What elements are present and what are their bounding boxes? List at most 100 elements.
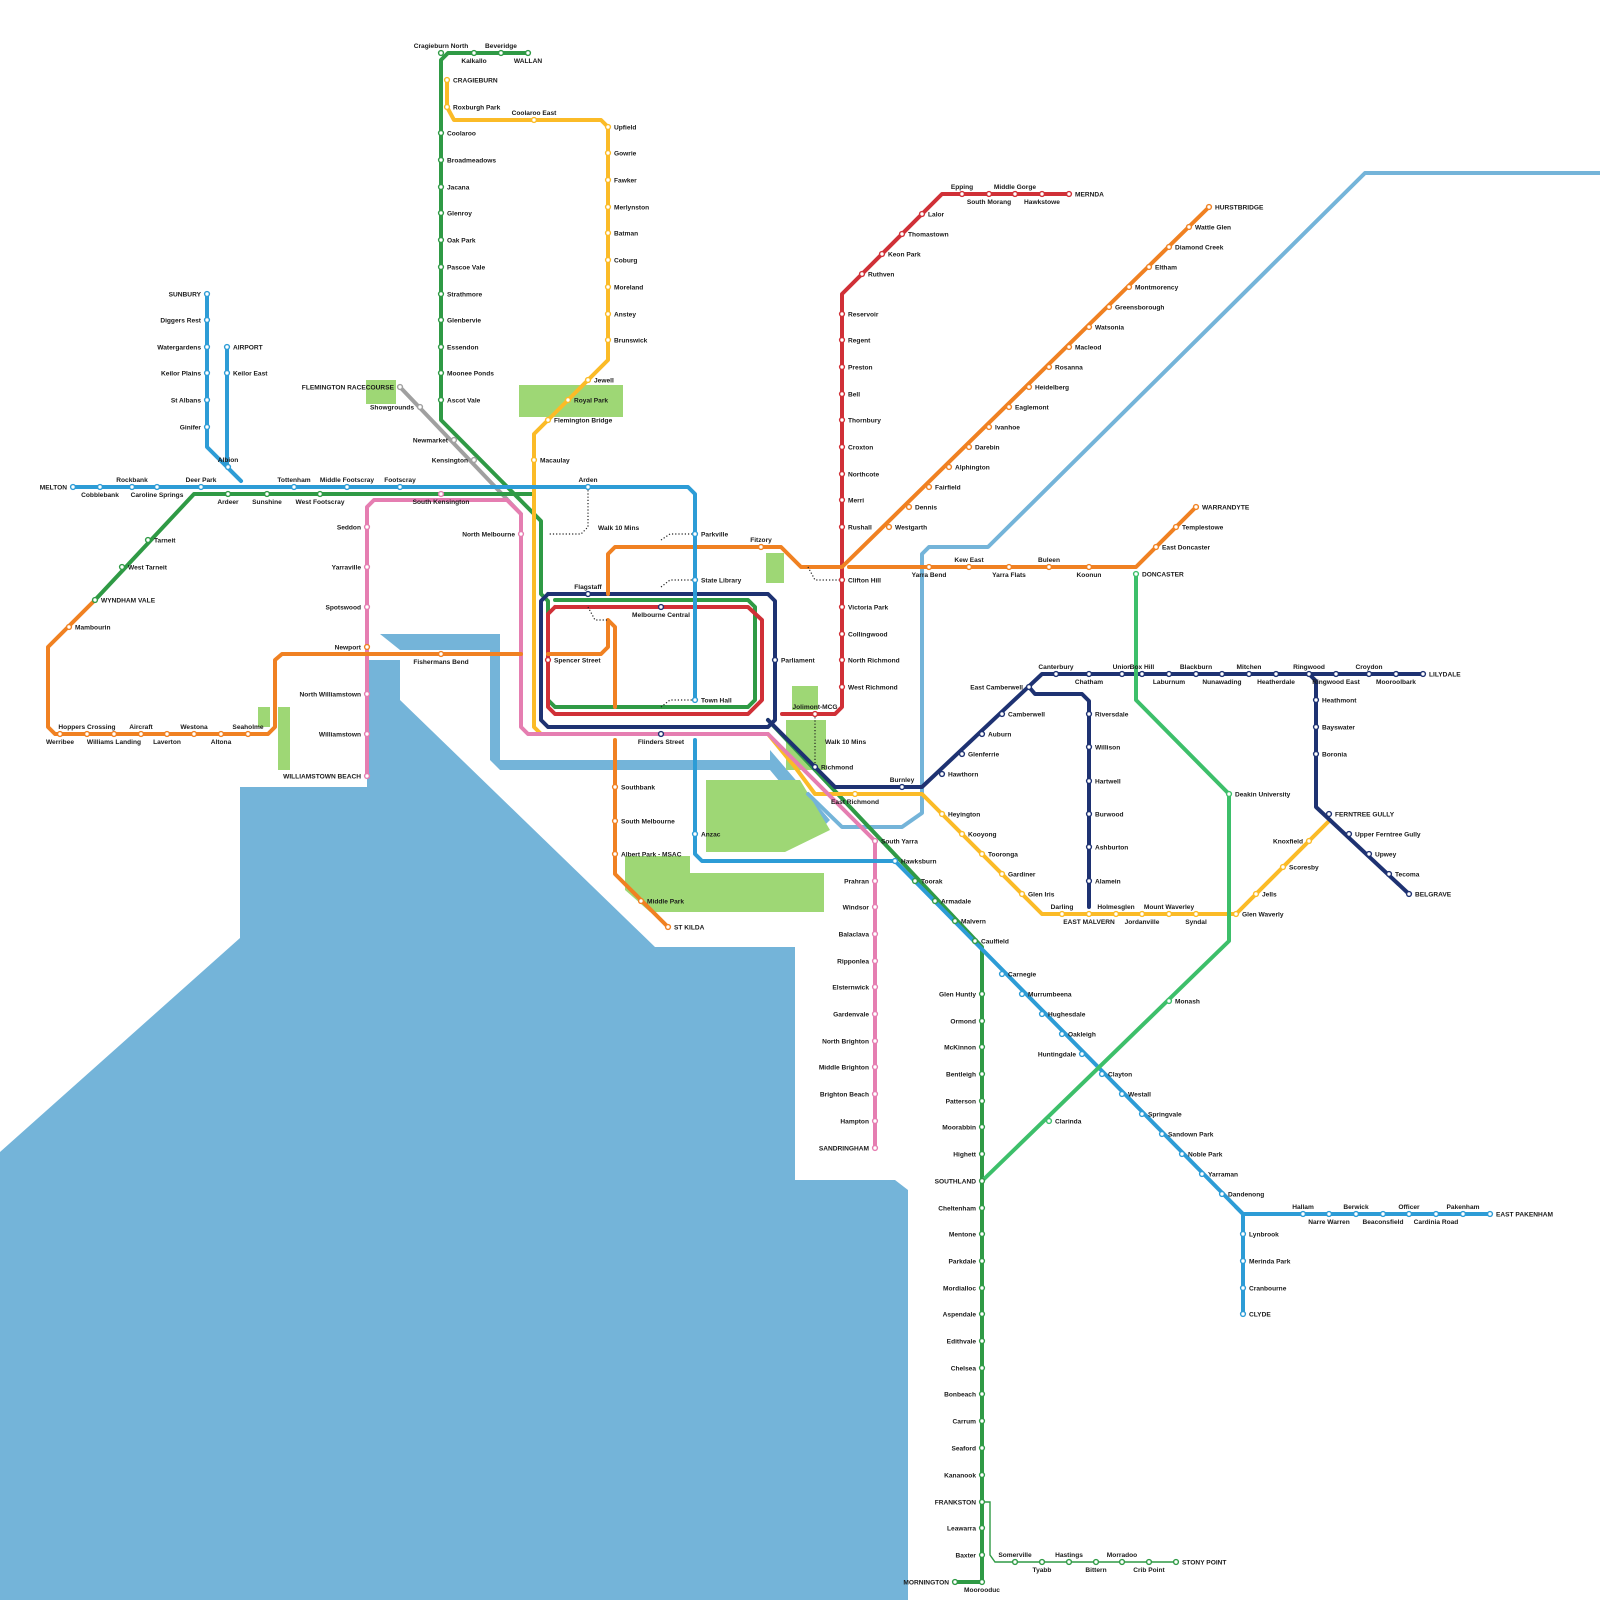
station-marker-stonypoint[interactable] [1172,1558,1180,1566]
station-marker-richmond[interactable] [811,763,819,771]
station-marker-aspendale[interactable] [978,1310,986,1318]
station-marker-sunbury[interactable] [203,290,211,298]
station-marker-pakenham[interactable] [1459,1210,1467,1218]
station-marker-rushall[interactable] [838,523,846,531]
station-marker-victoriapark[interactable] [838,603,846,611]
station-marker-cragieburnnorth[interactable] [437,49,445,57]
station-marker-airport[interactable] [223,343,231,351]
station-marker-cheltenham[interactable] [978,1204,986,1212]
station-marker-melbournecentral[interactable] [657,603,665,611]
station-marker-anzac[interactable] [691,830,699,838]
station-marker-spotswood[interactable] [363,603,371,611]
station-marker-hopperscrossing[interactable] [83,730,91,738]
station-marker-fairfield[interactable] [925,483,933,491]
station-marker-batman[interactable] [604,229,612,237]
station-marker-fawkner[interactable] [604,176,612,184]
station-marker-oakpark[interactable] [437,236,445,244]
station-marker-tyabb[interactable] [1038,1558,1046,1566]
station-marker-hurstbridge[interactable] [1205,203,1213,211]
station-marker-glenhuntly[interactable] [978,990,986,998]
station-marker-heyington[interactable] [938,810,946,818]
station-marker-southmelbourne[interactable] [611,817,619,825]
station-marker-thornbury[interactable] [838,416,846,424]
station-marker-macleod[interactable] [1065,343,1073,351]
station-marker-watergardens[interactable] [203,343,211,351]
station-marker-gardenvale[interactable] [871,1010,879,1018]
station-marker-alphington[interactable] [945,463,953,471]
station-marker-ringwood[interactable] [1305,670,1313,678]
station-marker-kooyong[interactable] [958,830,966,838]
station-marker-southyarra[interactable] [871,837,879,845]
station-marker-sandownpark[interactable] [1158,1130,1166,1138]
station-marker-rockbank[interactable] [128,483,136,491]
station-marker-sandringham[interactable] [871,1144,879,1152]
station-marker-upwey[interactable] [1365,850,1373,858]
station-marker-epping[interactable] [958,190,966,198]
station-marker-cranbourne[interactable] [1239,1284,1247,1292]
station-marker-flindersstreet[interactable] [657,730,665,738]
station-marker-wattleglen[interactable] [1185,223,1193,231]
station-marker-tottenham[interactable] [290,483,298,491]
station-marker-frankston[interactable] [978,1498,986,1506]
station-marker-wyndhamvale[interactable] [91,596,99,604]
station-marker-eastcamberwell[interactable] [1025,683,1033,691]
station-marker-union[interactable] [1118,670,1126,678]
station-marker-northmelbourne[interactable] [517,530,525,538]
station-marker-chelsea[interactable] [978,1364,986,1372]
station-marker-hawthorn[interactable] [938,770,946,778]
station-marker-glenferrie[interactable] [958,750,966,758]
station-marker-essendon[interactable] [437,343,445,351]
station-marker-ripponlea[interactable] [871,957,879,965]
station-marker-brightonbeach[interactable] [871,1090,879,1098]
station-marker-newport[interactable] [363,643,371,651]
station-marker-burwood[interactable] [1085,810,1093,818]
station-marker-broadmeadows[interactable] [437,156,445,164]
station-marker-kananook[interactable] [978,1471,986,1479]
station-marker-gardiner[interactable] [998,870,1006,878]
station-marker-syndal[interactable] [1192,910,1200,918]
station-marker-ormond[interactable] [978,1017,986,1025]
station-marker-edithvale[interactable] [978,1337,986,1345]
station-marker-leawarra[interactable] [978,1524,986,1532]
station-marker-strathmore[interactable] [437,290,445,298]
station-marker-bayswater[interactable] [1312,723,1320,731]
station-marker-knoxfield[interactable] [1305,837,1313,845]
station-marker-arden[interactable] [584,483,592,491]
station-marker-thomastown[interactable] [898,230,906,238]
station-marker-darebin[interactable] [965,443,973,451]
station-marker-collingwood[interactable] [838,630,846,638]
station-marker-parliament[interactable] [771,656,779,664]
station-marker-flagstaff[interactable] [584,590,592,598]
station-marker-clyde[interactable] [1239,1310,1247,1318]
station-marker-highett[interactable] [978,1150,986,1158]
station-marker-ginifer[interactable] [203,423,211,431]
station-marker-beaconsfield[interactable] [1379,1210,1387,1218]
station-marker-roxburghpark[interactable] [443,103,451,111]
station-marker-middlegorge[interactable] [1011,190,1019,198]
station-marker-merindapark[interactable] [1239,1257,1247,1265]
station-marker-rosanna[interactable] [1045,363,1053,371]
station-marker-lilydale[interactable] [1419,670,1427,678]
station-marker-keweast[interactable] [965,563,973,571]
station-marker-westgarth[interactable] [885,523,893,531]
station-marker-fitzory[interactable] [757,543,765,551]
station-marker-merri[interactable] [838,496,846,504]
station-marker-melton[interactable] [69,483,77,491]
station-marker-stalbans[interactable] [203,396,211,404]
station-marker-clayton[interactable] [1098,1070,1106,1078]
station-marker-pascoevale[interactable] [437,263,445,271]
station-marker-mentone[interactable] [978,1230,986,1238]
station-marker-riversdale[interactable] [1085,710,1093,718]
station-marker-malvern[interactable] [951,917,959,925]
station-marker-preston[interactable] [838,363,846,371]
station-marker-chatham[interactable] [1085,670,1093,678]
station-marker-jordanville[interactable] [1138,910,1146,918]
station-marker-mooneeponds[interactable] [437,369,445,377]
station-marker-spencerstreet[interactable] [544,656,552,664]
station-marker-hastings[interactable] [1065,1558,1073,1566]
station-marker-toorak[interactable] [911,877,919,885]
station-marker-northrichmond[interactable] [838,656,846,664]
station-marker-jacana[interactable] [437,183,445,191]
station-marker-anstey[interactable] [604,310,612,318]
station-marker-moorabbin[interactable] [978,1123,986,1131]
